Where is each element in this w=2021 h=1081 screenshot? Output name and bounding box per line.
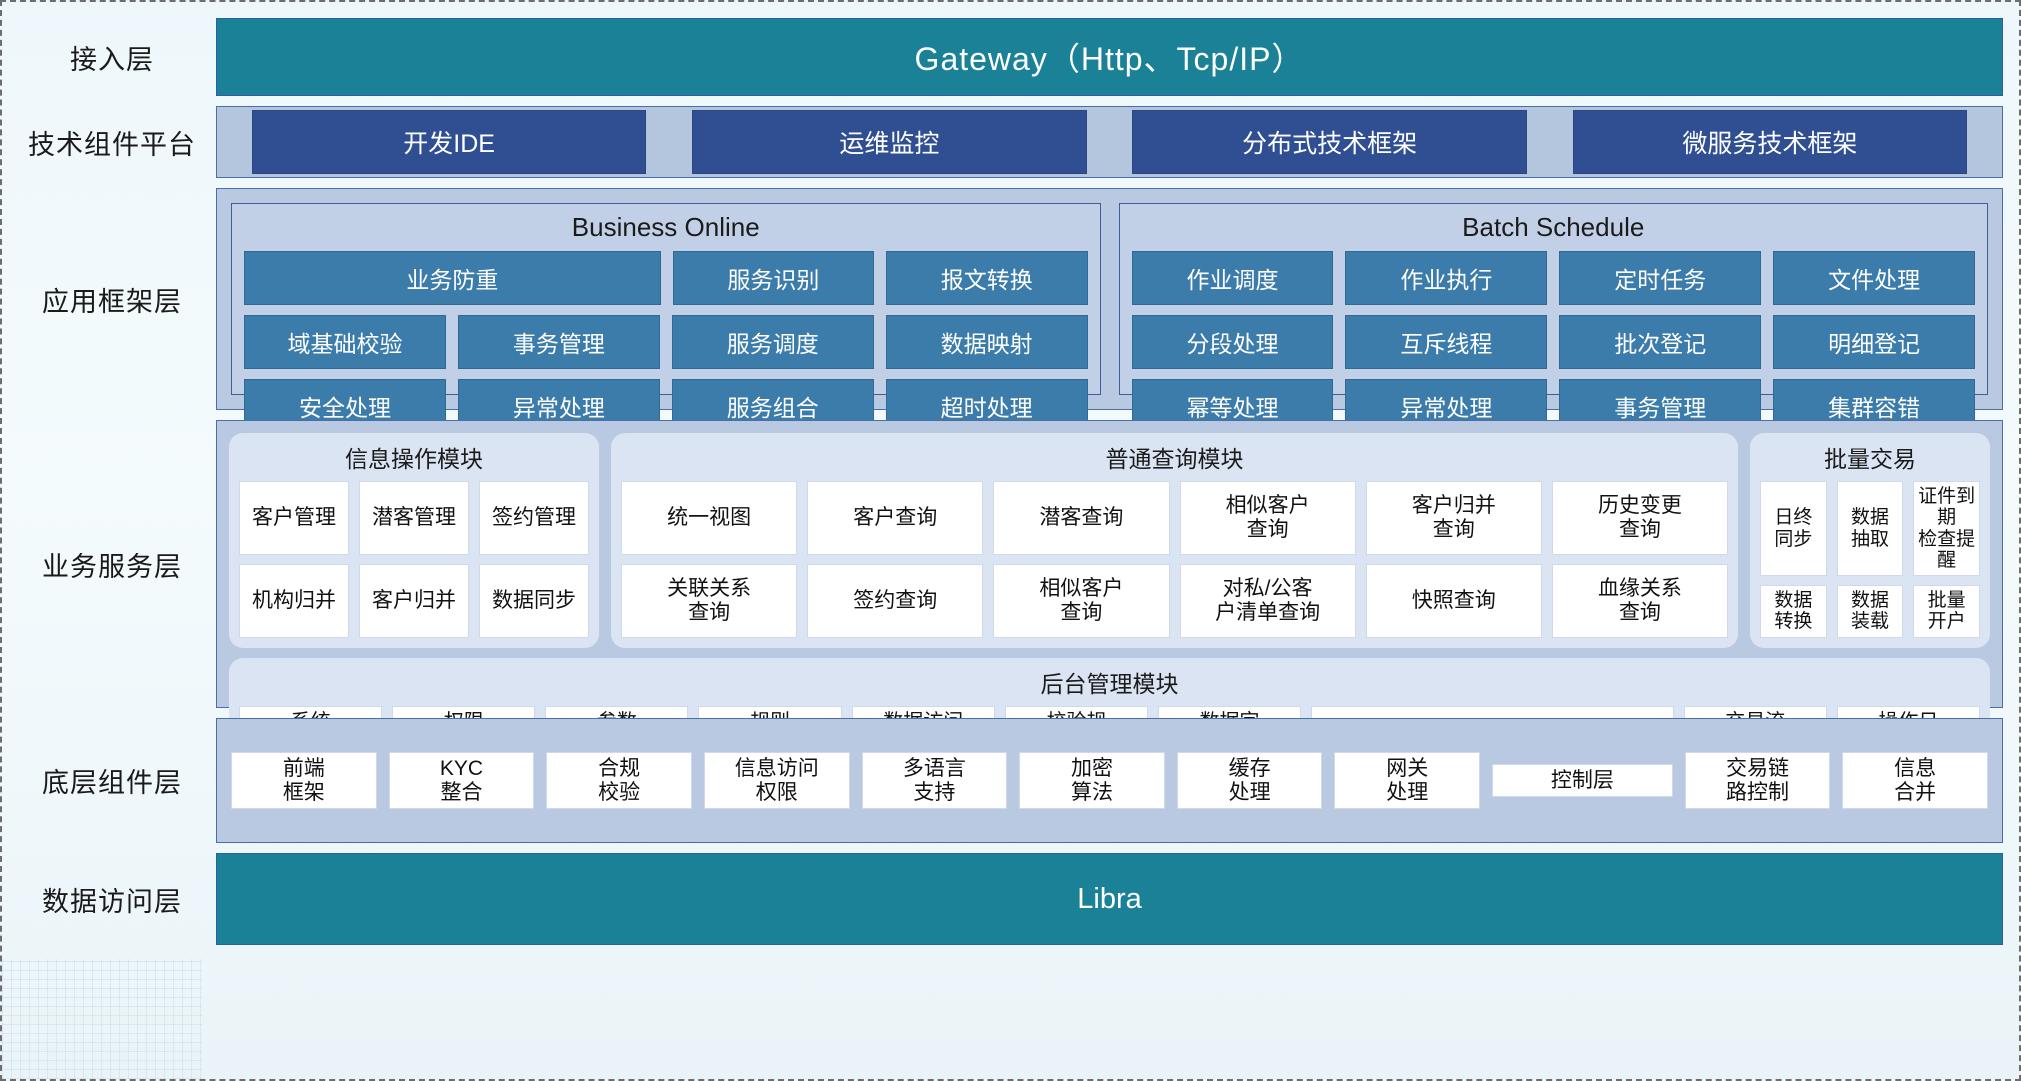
layer-label-bizservice: 业务服务层 xyxy=(42,551,182,582)
module-cell[interactable]: 对私/公客户清单查询 xyxy=(1179,563,1356,638)
component-layer-cell-4[interactable]: 多语言支持 xyxy=(861,751,1008,810)
business-service-top-row: 信息操作模块客户管理潜客管理签约管理机构归并客户归并数据同步普通查询模块统一视图… xyxy=(229,433,1990,648)
module-cell[interactable]: 数据同步 xyxy=(479,563,589,638)
component-layer-cell-6[interactable]: 缓存处理 xyxy=(1176,751,1323,810)
layer-label-dataaccess: 数据访问层 xyxy=(42,886,182,917)
module-cell[interactable]: 数据转换 xyxy=(1760,585,1827,638)
module-row: 日终同步数据抽取证件到期检查提醒 xyxy=(1760,481,1981,577)
framework-group-title: Business Online xyxy=(571,212,760,242)
framework-row: 域基础校验事务管理服务调度数据映射 xyxy=(244,315,1088,369)
framework-cell[interactable]: 服务调度 xyxy=(671,315,874,369)
batch-transaction-module-title: 批量交易 xyxy=(1824,446,1916,472)
query-module: 普通查询模块统一视图客户查询潜客查询相似客户查询客户归并查询历史变更查询关联关系… xyxy=(611,433,1738,648)
module-cell[interactable]: 日终同步 xyxy=(1760,481,1827,577)
framework-cell[interactable]: 域基础校验 xyxy=(244,315,446,369)
module-row: 统一视图客户查询潜客查询相似客户查询客户归并查询历史变更查询 xyxy=(621,481,1729,555)
module-cell[interactable]: 数据装载 xyxy=(1836,585,1904,638)
framework-cell[interactable]: 异常处理 xyxy=(1345,379,1548,433)
module-cell[interactable]: 客户管理 xyxy=(239,481,349,555)
module-cell[interactable]: 相似客户查询 xyxy=(993,563,1170,638)
module-cell[interactable]: 证件到期检查提醒 xyxy=(1913,481,1981,577)
framework-cell[interactable]: 事务管理 xyxy=(457,315,660,369)
framework-row: 业务防重服务识别报文转换 xyxy=(244,251,1088,305)
gateway-band: Gateway（Http、Tcp/IP） xyxy=(216,18,2003,96)
query-module-title: 普通查询模块 xyxy=(1105,446,1244,472)
batch-transaction-module: 批量交易日终同步数据抽取证件到期检查提醒数据转换数据装载批量开户 xyxy=(1750,433,1990,648)
component-layer-cell-9[interactable]: 交易链路控制 xyxy=(1684,751,1831,810)
module-row: 客户管理潜客管理签约管理 xyxy=(239,481,589,555)
framework-cell[interactable]: 作业执行 xyxy=(1345,251,1548,305)
layer-label-access: 接入层 xyxy=(70,44,154,75)
component-layer-cell-3[interactable]: 信息访问权限 xyxy=(703,751,850,810)
framework-rows: 业务防重服务识别报文转换域基础校验事务管理服务调度数据映射安全处理异常处理服务组… xyxy=(244,251,1088,433)
module-cell[interactable]: 客户查询 xyxy=(807,481,984,555)
module-cell[interactable]: 签约管理 xyxy=(479,481,589,555)
module-cell[interactable]: 潜客查询 xyxy=(993,481,1170,555)
tech-platform-item-2[interactable]: 分布式技术框架 xyxy=(1132,110,1527,174)
info-module-rows: 客户管理潜客管理签约管理机构归并客户归并数据同步 xyxy=(239,481,589,638)
component-layer-cell-8[interactable]: 控制层 xyxy=(1492,763,1673,798)
libra-band: Libra xyxy=(216,853,2003,945)
component-layer-cell-5[interactable]: 加密算法 xyxy=(1019,751,1165,810)
admin-module-title: 后台管理模块 xyxy=(1040,670,1179,697)
component-layer-cell-10[interactable]: 信息合并 xyxy=(1842,751,1988,810)
module-cell[interactable]: 客户归并查询 xyxy=(1365,481,1542,555)
tech-platform-item-1[interactable]: 运维监控 xyxy=(692,110,1087,174)
framework-rows: 作业调度作业执行定时任务文件处理分段处理互斥线程批次登记明细登记幂等处理异常处理… xyxy=(1131,251,1975,433)
component-layer-cell-2[interactable]: 合规校验 xyxy=(546,751,692,810)
framework-cell[interactable]: 报文转换 xyxy=(886,251,1088,305)
framework-cell[interactable]: 业务防重 xyxy=(244,251,661,305)
module-cell[interactable]: 统一视图 xyxy=(621,481,798,555)
layer-label-appframework: 应用框架层 xyxy=(42,286,182,317)
business-service-panel: 信息操作模块客户管理潜客管理签约管理机构归并客户归并数据同步普通查询模块统一视图… xyxy=(216,420,2003,771)
framework-cell[interactable]: 互斥线程 xyxy=(1345,315,1548,369)
module-cell[interactable]: 客户归并 xyxy=(359,563,469,638)
module-cell[interactable]: 批量开户 xyxy=(1913,585,1981,638)
module-cell[interactable]: 相似客户查询 xyxy=(1179,481,1356,555)
query-module-rows: 统一视图客户查询潜客查询相似客户查询客户归并查询历史变更查询关联关系查询签约查询… xyxy=(621,481,1729,638)
tech-platform-item-3[interactable]: 微服务技术框架 xyxy=(1572,110,1968,174)
module-cell[interactable]: 潜客管理 xyxy=(359,481,469,555)
component-layer-cell-0[interactable]: 前端框架 xyxy=(231,751,377,810)
framework-cell[interactable]: 分段处理 xyxy=(1131,315,1334,369)
framework-group-title: Batch Schedule xyxy=(1462,212,1645,242)
module-row: 机构归并客户归并数据同步 xyxy=(239,563,589,638)
module-cell[interactable]: 快照查询 xyxy=(1365,563,1542,638)
framework-cell[interactable]: 作业调度 xyxy=(1131,251,1334,305)
framework-cell[interactable]: 文件处理 xyxy=(1773,251,1975,305)
framework-cell[interactable]: 数据映射 xyxy=(885,315,1088,369)
module-cell[interactable]: 关联关系查询 xyxy=(621,563,798,638)
framework-row: 作业调度作业执行定时任务文件处理 xyxy=(1131,251,1975,305)
info-module: 信息操作模块客户管理潜客管理签约管理机构归并客户归并数据同步 xyxy=(229,433,599,648)
batch-transaction-module-rows: 日终同步数据抽取证件到期检查提醒数据转换数据装载批量开户 xyxy=(1760,481,1981,638)
module-cell[interactable]: 历史变更查询 xyxy=(1551,481,1729,555)
framework-row: 分段处理互斥线程批次登记明细登记 xyxy=(1131,315,1975,369)
info-module-title: 信息操作模块 xyxy=(345,446,483,472)
framework-cell[interactable]: 批次登记 xyxy=(1559,315,1762,369)
tech-platform-item-0[interactable]: 开发IDE xyxy=(251,110,647,174)
module-cell[interactable]: 签约查询 xyxy=(807,563,984,638)
component-layer-cell-7[interactable]: 网关处理 xyxy=(1334,751,1481,810)
gateway-label: Gateway（Http、Tcp/IP） xyxy=(914,41,1305,77)
framework-cell[interactable]: 定时任务 xyxy=(1559,251,1762,305)
framework-cell[interactable]: 明细登记 xyxy=(1773,315,1975,369)
tech-platform-band: 开发IDE 运维监控分布式技术框架微服务技术框架 xyxy=(216,106,2003,178)
module-row: 数据转换数据装载批量开户 xyxy=(1760,585,1981,638)
module-cell[interactable]: 血缘关系查询 xyxy=(1551,563,1729,638)
module-row: 关联关系查询签约查询相似客户查询对私/公客户清单查询快照查询血缘关系查询 xyxy=(621,563,1729,638)
module-cell[interactable]: 机构归并 xyxy=(239,563,349,638)
libra-label: Libra xyxy=(1077,882,1142,915)
module-cell[interactable]: 数据抽取 xyxy=(1836,481,1904,577)
framework-cell[interactable]: 服务识别 xyxy=(672,251,875,305)
layer-label-component: 底层组件层 xyxy=(42,768,182,798)
layer-label-tech: 技术组件平台 xyxy=(28,129,196,160)
